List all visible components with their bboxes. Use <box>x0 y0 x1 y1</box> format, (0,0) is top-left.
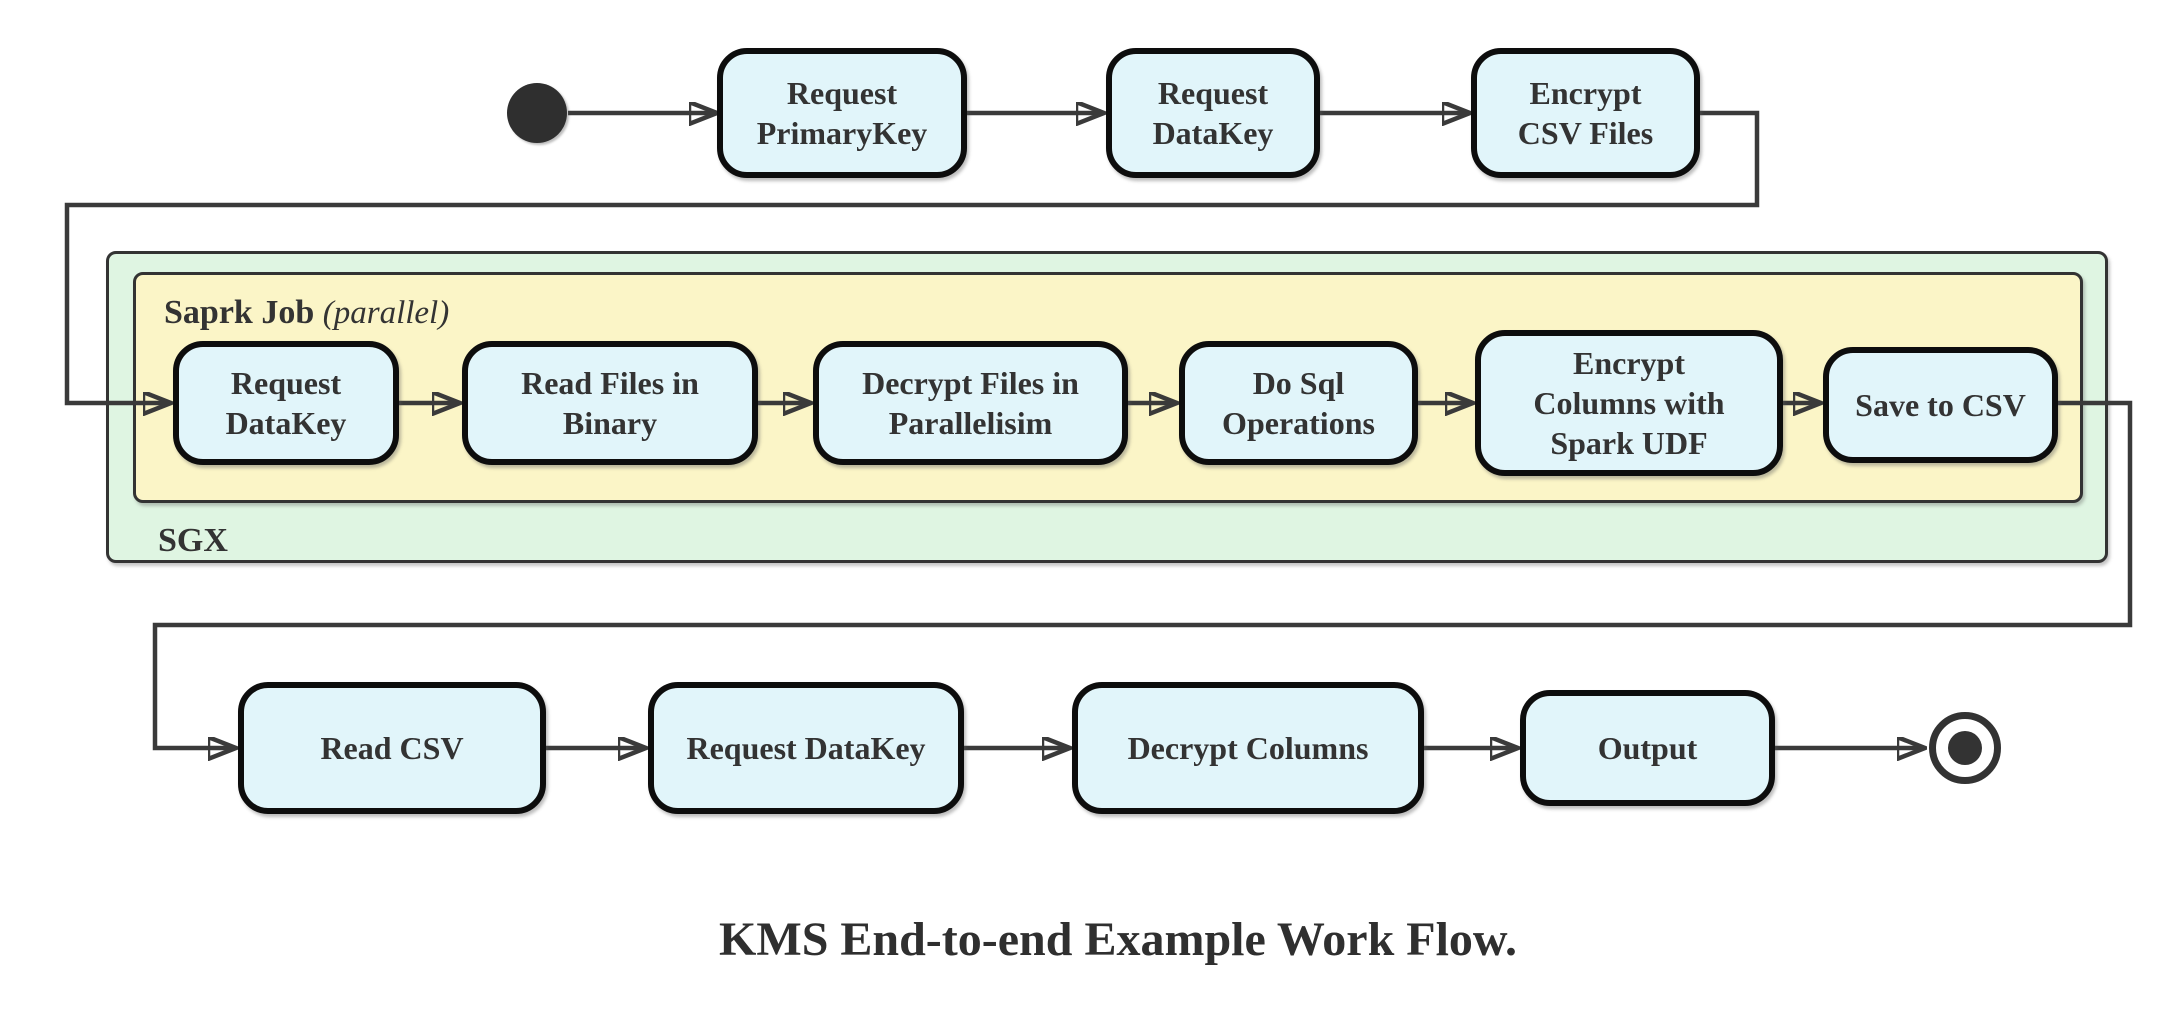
spark-job-container-title: Saprk Job (parallel) <box>164 294 449 332</box>
node-decrypt-files-in-parallelisim: Decrypt Files in Parallelisim <box>813 341 1128 465</box>
node-encrypt-columns-with-spark-udf: Encrypt Columns with Spark UDF <box>1475 330 1783 476</box>
node-request-datakey-sgx: Request DataKey <box>173 341 399 465</box>
initial-state-icon <box>507 83 567 143</box>
final-state-inner-dot <box>1948 731 1982 765</box>
diagram-caption: KMS End-to-end Example Work Flow. <box>719 913 1517 966</box>
node-read-files-in-binary: Read Files in Binary <box>462 341 758 465</box>
sgx-label: SGX <box>158 522 228 559</box>
final-state-icon <box>1929 712 2001 784</box>
node-encrypt-csv-files: Encrypt CSV Files <box>1471 48 1700 178</box>
node-request-datakey-top: Request DataKey <box>1106 48 1320 178</box>
spark-job-parallel-qualifier: (parallel) <box>322 295 450 331</box>
node-read-csv: Read CSV <box>238 682 546 814</box>
node-output: Output <box>1520 690 1775 806</box>
node-request-datakey-client: Request DataKey <box>648 682 964 814</box>
spark-job-label: Saprk Job <box>164 294 315 331</box>
edge-encrypt-csv-files-to-sgx-request-datakey <box>64 110 1760 403</box>
node-do-sql-operations: Do Sql Operations <box>1179 341 1418 465</box>
edge-save-to-csv-to-read-csv <box>152 400 2133 748</box>
node-request-primarykey: Request PrimaryKey <box>717 48 967 178</box>
node-save-to-csv: Save to CSV <box>1823 347 2058 463</box>
node-decrypt-columns: Decrypt Columns <box>1072 682 1424 814</box>
